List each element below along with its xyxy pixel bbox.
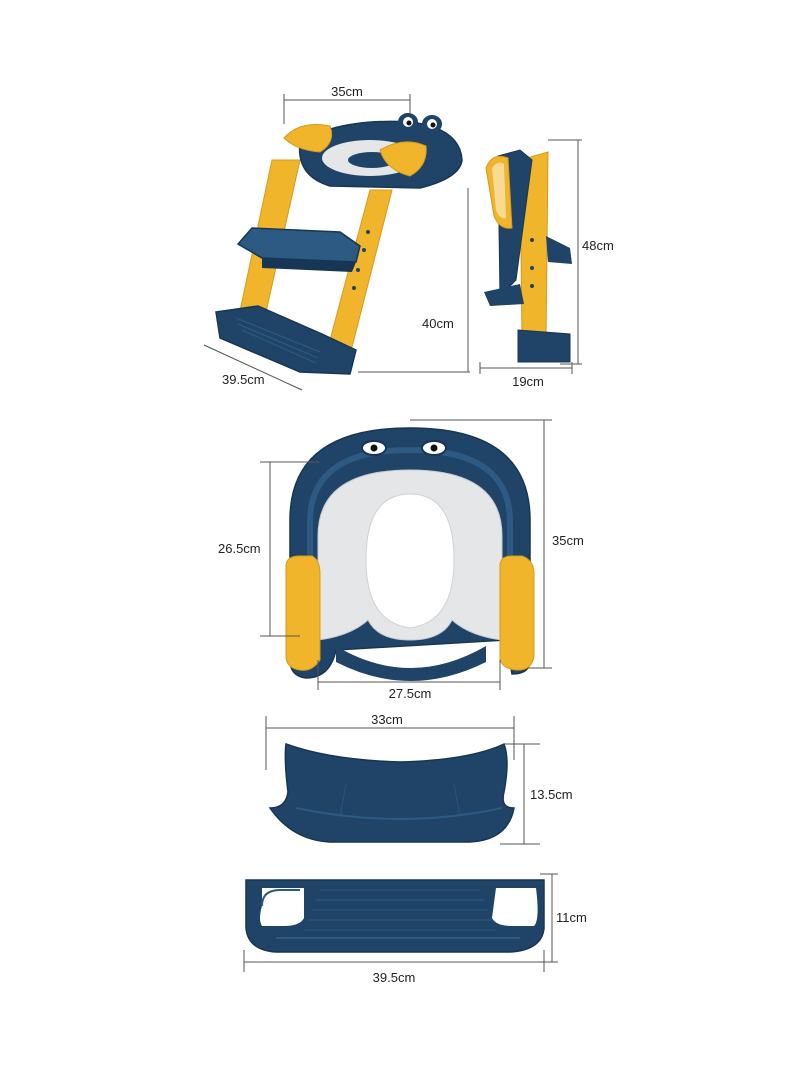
side-base [517, 329, 571, 363]
ladder-perspective-view: 35cm 40cm 39.5cm [203, 84, 470, 391]
base-shape [245, 879, 545, 953]
middle-step-shape [268, 742, 515, 843]
dim-step-width: 33cm [371, 712, 403, 727]
dim-side-depth: 19cm [512, 374, 544, 389]
bottom-base-view: 11cm 39.5cm [243, 873, 587, 985]
seat-handle-right [499, 555, 535, 671]
ladder-side-view: 48cm 19cm [479, 139, 614, 389]
dim-step-height: 13.5cm [530, 787, 573, 802]
middle-step-view: 33cm 13.5cm [265, 712, 573, 845]
dim-base-width: 39.5cm [373, 970, 416, 985]
dim-seat-outer-height: 35cm [552, 533, 584, 548]
ladder-rail-right [325, 189, 393, 356]
dim-side-height: 48cm [582, 238, 614, 253]
dim-base-height: 11cm [556, 910, 587, 925]
ladder-bottom-step [215, 305, 357, 375]
ladder-frog-eyes [398, 113, 442, 133]
seat-handle-left [285, 555, 321, 671]
seat-opening [365, 493, 455, 629]
seat-top-view: 26.5cm 35cm 27.5cm [218, 419, 584, 701]
dim-ladder-height: 40cm [422, 316, 454, 331]
ladder-handle-left [283, 124, 333, 153]
dim-seat-inner-width: 27.5cm [389, 686, 432, 701]
dim-ladder-base-depth: 39.5cm [222, 372, 265, 387]
dim-seat-inner-height: 26.5cm [218, 541, 261, 556]
ladder-handle-right [379, 141, 427, 177]
dim-ladder-top-width: 35cm [331, 84, 363, 99]
seat-frog-eyes [361, 440, 447, 456]
